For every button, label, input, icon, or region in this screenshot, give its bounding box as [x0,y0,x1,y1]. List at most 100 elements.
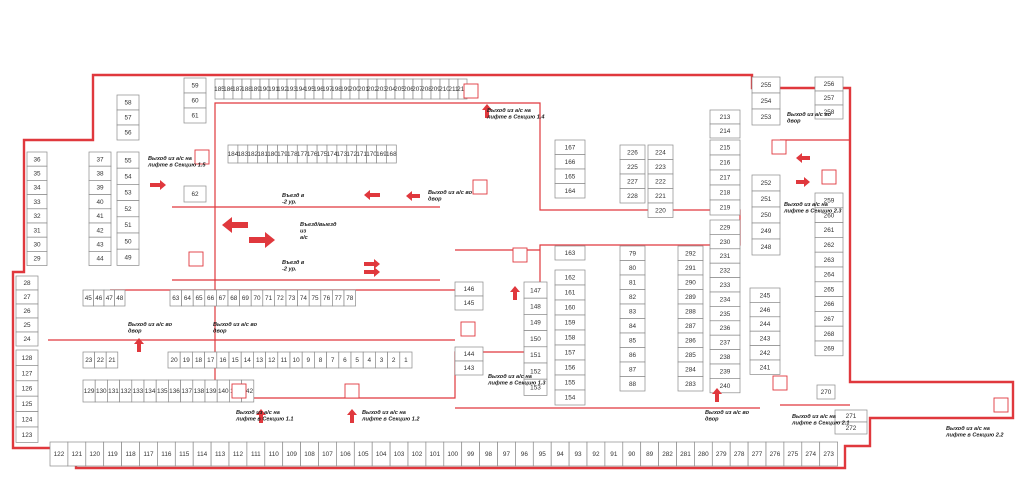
parking-space-154[interactable] [554,389,586,406]
parking-space-label: 10 [293,357,301,364]
parking-space-283[interactable] [677,376,704,392]
annotation-entry_minus2: Въезд в-2 ур. [282,193,305,206]
parking-space-label: 216 [720,160,731,167]
parking-space-label: 154 [565,395,576,402]
parking-space-label: 183 [238,151,249,158]
parking-space-label: 237 [720,340,731,347]
parking-space-label: 226 [627,149,638,156]
parking-space-label: 287 [685,323,696,330]
parking-space-label: 65 [195,295,203,302]
parking-space-270[interactable] [816,384,836,400]
parking-space-62[interactable] [183,185,207,203]
parking-space-29[interactable] [26,251,48,266]
parking-space-269[interactable] [814,340,844,357]
parking-space-44[interactable] [88,251,112,266]
parking-space-label: 123 [22,432,33,439]
parking-space-272[interactable] [834,421,868,435]
parking-space-123[interactable] [15,426,39,443]
parking-space-label: 128 [22,355,33,362]
parking-space-219[interactable] [709,199,741,216]
parking-space-164[interactable] [554,183,586,199]
parking-space-label: 291 [685,265,696,272]
parking-space-241[interactable] [749,359,781,375]
parking-space-21[interactable] [105,351,119,369]
arrow-right-icon [364,267,380,277]
parking-space-label: 60 [191,98,199,105]
parking-space-61[interactable] [183,107,207,124]
parking-space-273[interactable] [819,441,838,467]
parking-space-49[interactable] [116,248,140,266]
parking-space-label: 131 [108,388,119,395]
parking-space-label: 54 [124,174,132,181]
parking-space-228[interactable] [619,188,646,204]
parking-space-label: 252 [761,180,772,187]
arrow-left-icon [222,217,248,233]
parking-space-label: 50 [124,238,132,245]
parking-space-label: 223 [655,164,666,171]
parking-space-78[interactable] [343,289,356,307]
parking-space-label: 290 [685,279,696,286]
parking-space-label: 78 [346,295,354,302]
parking-space-label: 230 [720,239,731,246]
parking-space-label: 198 [331,86,342,93]
parking-space-label: 134 [145,388,156,395]
parking-space-label: 84 [629,323,637,330]
parking-space-220[interactable] [647,202,674,218]
parking-space-label: 82 [629,294,637,301]
parking-space-label: 124 [22,417,33,424]
parking-space-168[interactable] [386,144,397,164]
parking-spaces: 1851861871881891901911921931941951961971… [15,76,868,467]
parking-space-label: 150 [530,336,541,343]
parking-space-56[interactable] [116,124,140,141]
parking-space-88[interactable] [619,376,646,392]
parking-space-label: 253 [761,114,772,121]
parking-space-258[interactable] [814,104,844,120]
parking-space-label: 245 [760,292,771,299]
parking-space-label: 219 [720,205,731,212]
parking-space-label: 242 [760,350,771,357]
parking-space-label: 105 [358,451,369,458]
parking-space-label: 283 [685,381,696,388]
parking-space-48[interactable] [114,289,126,307]
parking-space-label: 53 [124,190,132,197]
parking-space-143[interactable] [454,360,484,376]
parking-space-label: 135 [157,388,168,395]
parking-space-label: 107 [322,451,333,458]
parking-space-label: 90 [628,451,636,458]
parking-space-label: 111 [251,451,261,458]
parking-space-label: 39 [96,185,104,192]
parking-space-label: 166 [565,159,576,166]
parking-space-label: 25 [23,322,31,329]
parking-space-label: 275 [788,451,799,458]
parking-space-label: 234 [720,296,731,303]
parking-space-label: 43 [96,242,104,249]
parking-space-label: 88 [629,381,637,388]
parking-space-label: 76 [323,295,331,302]
parking-space-label: 229 [720,224,731,231]
parking-space-label: 224 [655,149,666,156]
parking-space-label: 114 [197,451,208,458]
parking-space-label: 71 [265,295,273,302]
parking-space-248[interactable] [751,238,781,256]
parking-space-1[interactable] [399,351,413,369]
parking-space-153[interactable] [523,378,548,396]
parking-space-163[interactable] [554,245,586,261]
parking-space-label: 244 [760,321,771,328]
parking-space-label: 152 [530,368,541,375]
parking-space-label: 133 [133,388,144,395]
parking-space-label: 288 [685,308,696,315]
parking-space-24[interactable] [15,331,39,347]
parking-space-label: 184 [228,151,239,158]
parking-space-label: 34 [33,185,41,192]
parking-space-label: 168 [386,151,397,158]
parking-space-214[interactable] [709,123,741,139]
parking-space-145[interactable] [454,295,484,311]
parking-space-label: 148 [530,304,541,311]
parking-space-label: 239 [720,368,731,375]
parking-space-label: 188 [241,86,252,93]
lift-icon [772,375,788,391]
parking-space-label: 255 [761,82,772,89]
parking-space-253[interactable] [751,108,781,126]
